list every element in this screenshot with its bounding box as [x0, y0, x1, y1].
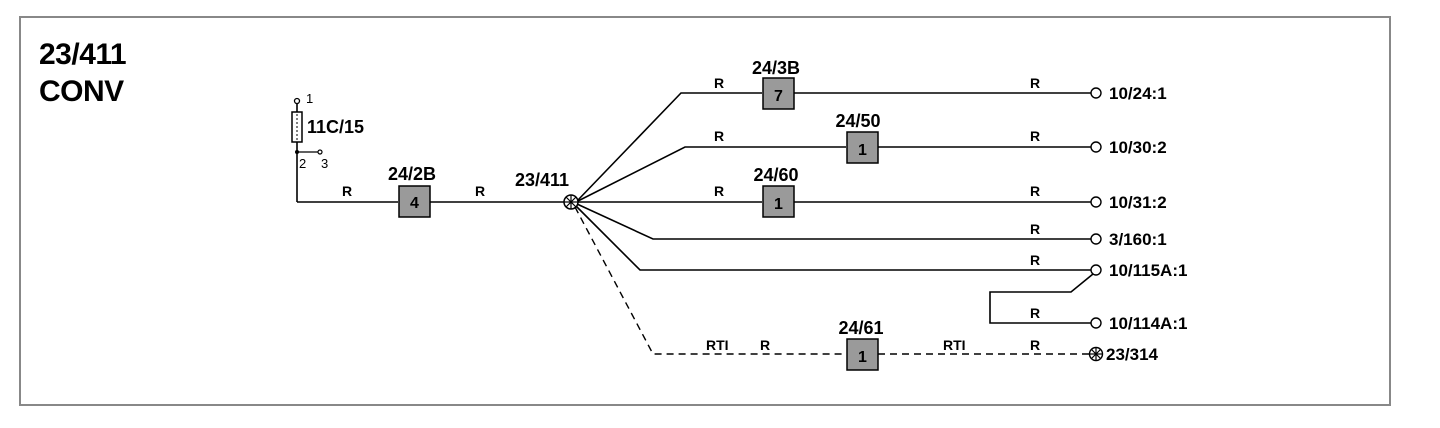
connector-24-2b-box [398, 185, 431, 218]
title-code: 23/411 [39, 38, 127, 71]
endpoint-10-114a-1-label: 10/114A:1 [1109, 314, 1187, 333]
connector-24-60-label: 24/60 [753, 165, 798, 185]
branch-4-wire [576, 203, 1091, 240]
branch-6-color-r-a: R [760, 337, 770, 353]
branch-10-30-2[interactable]: 1 24/50 R R 10/30:2 [577, 111, 1167, 202]
branch-10-114a-1[interactable]: R 10/114A:1 [989, 273, 1187, 333]
branch-23-314-optional[interactable]: 1 24/61 RTI R RTI R 23/314 [574, 206, 1159, 371]
branch-5-wire [575, 205, 1091, 271]
endpoint-3-160-1-label: 3/160:1 [1109, 230, 1167, 249]
fuse-pin3-label: 3 [321, 156, 328, 171]
connector-24-60-pin: 1 [774, 196, 783, 213]
terminal-3-160-1 [1090, 233, 1102, 245]
branch-3-160-1[interactable]: R 3/160:1 [576, 203, 1167, 249]
connector-24-3b-label: 24/3B [752, 58, 800, 78]
branch-3-color-a: R [714, 183, 724, 199]
feed-wire-a-color: R [342, 183, 352, 199]
terminal-10-114a-1 [1090, 317, 1102, 329]
branch-6-color-rti-a: RTI [706, 337, 729, 353]
connector-24-3b-pin: 7 [774, 88, 783, 105]
branch-4-color: R [1030, 221, 1040, 237]
branch-1-wire-a [577, 92, 762, 201]
endpoint-10-115a-1-label: 10/115A:1 [1109, 261, 1187, 280]
fuse-11c15[interactable]: 11C/15 1 2 3 [291, 91, 364, 202]
branch-3-color-b: R [1030, 183, 1040, 199]
terminal-10-30-2 [1090, 141, 1102, 153]
endpoint-10-24-1-label: 10/24:1 [1109, 84, 1167, 103]
connector-24-50-pin: 1 [858, 142, 867, 159]
branch-6-color-r-b: R [1030, 337, 1040, 353]
fuse-label: 11C/15 [307, 117, 364, 137]
fuse-pin3-terminal [317, 149, 323, 155]
terminal-10-115a-1 [1090, 264, 1102, 276]
branch-1-color-a: R [714, 75, 724, 91]
connector-24-50-label: 24/50 [835, 111, 880, 131]
branch-2-wire-a [577, 146, 846, 202]
fuse-pin2-label: 2 [299, 156, 306, 171]
terminal-10-31-2 [1090, 196, 1102, 208]
connector-24-2b-pin: 4 [410, 195, 419, 212]
branch-10-31-2[interactable]: 1 24/60 R R 10/31:2 [578, 165, 1167, 218]
splice-hub-label: 23/411 [515, 170, 569, 190]
diagram-frame [19, 16, 1391, 406]
title-subtitle: CONV [39, 75, 124, 108]
branch-2-color-a: R [714, 128, 724, 144]
branch-10-115a-1[interactable]: R 10/115A:1 [575, 205, 1187, 280]
connector-24-61-label: 24/61 [838, 318, 883, 338]
jumper-color: R [1030, 305, 1040, 321]
branch-1-color-b: R [1030, 75, 1040, 91]
connector-24-61-pin: 1 [858, 349, 867, 366]
connector-24-60-box [762, 185, 795, 218]
branch-10-24-1[interactable]: 7 24/3B R R 10/24:1 [577, 58, 1167, 201]
fuse-pin1-label: 1 [306, 91, 313, 106]
branch-6-dashed-wire-a [574, 206, 846, 355]
branch-5-color: R [1030, 252, 1040, 268]
connector-24-2b-label: 24/2B [388, 164, 436, 184]
endpoint-10-30-2-label: 10/30:2 [1109, 138, 1167, 157]
fuse-pin1-terminal [293, 97, 301, 105]
endpoint-23-314-label: 23/314 [1106, 345, 1159, 364]
diagram-title: 23/411 CONV [39, 36, 127, 110]
endpoint-10-31-2-label: 10/31:2 [1109, 193, 1167, 212]
connector-24-2b[interactable]: 4 24/2B [388, 164, 436, 218]
connector-24-61-box [846, 338, 879, 371]
branch-6-color-rti-b: RTI [943, 337, 966, 353]
terminal-10-24-1 [1090, 87, 1102, 99]
feed-wire-b-color: R [475, 183, 485, 199]
splice-hub-23-411[interactable]: 23/411 [515, 170, 579, 210]
jumper-wire [989, 273, 1094, 324]
branch-2-color-b: R [1030, 128, 1040, 144]
